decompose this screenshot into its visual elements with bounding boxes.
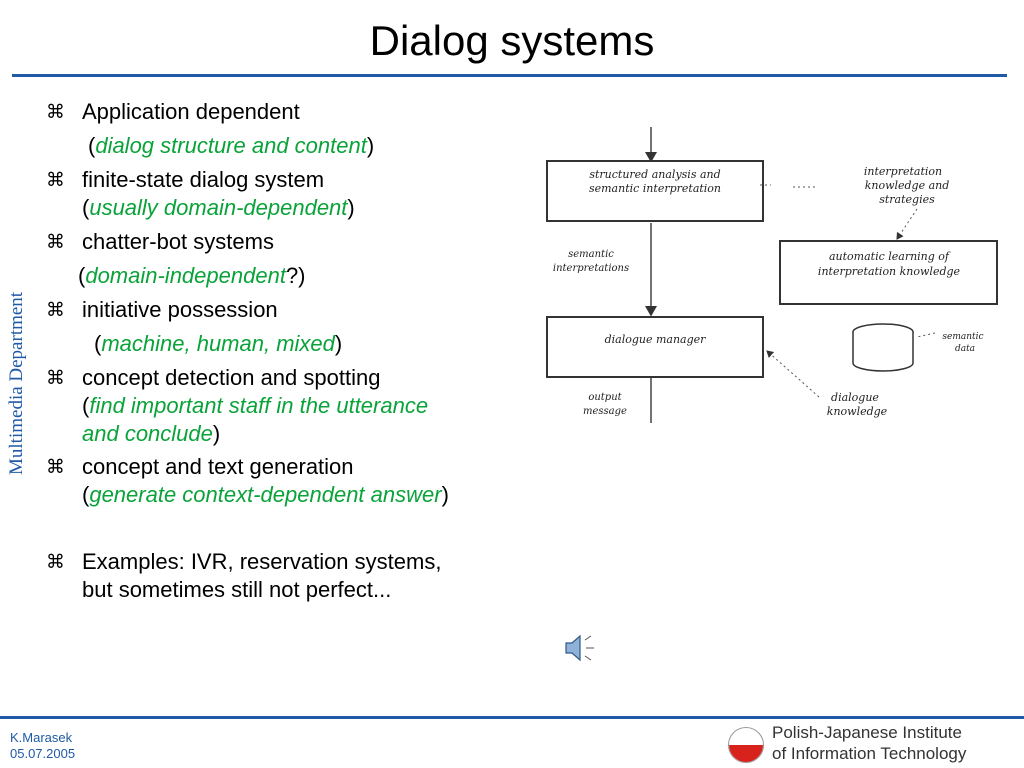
bullet-command-icon: ⌘: [46, 367, 65, 389]
semantic-data-line2: data: [955, 344, 975, 354]
bullet-note: (generate context-dependent answer): [82, 482, 449, 507]
slide-title: Dialog systems: [369, 17, 655, 64]
bullet-note: (find important staff in the utterance: [82, 393, 429, 418]
footer-date: 05.07.2005: [10, 746, 76, 761]
semantic-data-line1: semantic: [942, 332, 983, 342]
automatic-learning-line2: interpretation knowledge: [818, 265, 961, 278]
bullet-text: Application dependent: [82, 99, 300, 124]
bullet-note: (machine, human, mixed): [94, 331, 343, 356]
dialogue-manager-label: dialogue manager: [605, 333, 707, 346]
bullet-command-icon: ⌘: [46, 299, 65, 321]
interp-knowledge-line2: knowledge and: [865, 179, 950, 192]
bullet-text: Examples: IVR, reservation systems,: [82, 549, 442, 574]
structured-analysis-line2: semantic interpretation: [589, 182, 721, 195]
institute-line2: of Information Technology: [772, 744, 967, 763]
output-message-line1: output: [588, 392, 622, 403]
semantic-interp-line2: interpretations: [553, 263, 629, 274]
bullet-item: ⌘ finite-state dialog system (usually do…: [46, 166, 572, 222]
institute-name: Polish-Japanese Institute of Information…: [772, 722, 966, 764]
footer-divider: [0, 716, 1024, 719]
automatic-learning-box: [779, 240, 998, 305]
bullet-text: initiative possession: [82, 297, 278, 322]
interp-knowledge-line3: strategies: [879, 193, 935, 206]
bullet-item: ⌘ Application dependent (dialog structur…: [46, 98, 572, 160]
bullet-command-icon: ⌘: [46, 551, 65, 573]
bullet-command-icon: ⌘: [46, 169, 65, 191]
interp-knowledge-line1: interpretation: [864, 165, 942, 178]
bullet-item: ⌘ Examples: IVR, reservation systems, bu…: [46, 548, 572, 604]
bullet-command-icon: ⌘: [46, 101, 65, 123]
bullet-text: concept and text generation: [82, 454, 354, 479]
semantic-data-cylinder: [852, 323, 914, 372]
speaker-icon[interactable]: [562, 630, 598, 666]
automatic-learning-line1: automatic learning of: [829, 250, 951, 263]
bullet-item: ⌘ concept detection and spotting (find i…: [46, 364, 572, 448]
bullet-command-icon: ⌘: [46, 456, 65, 478]
bullet-item: ⌘ concept and text generation (generate …: [46, 453, 572, 509]
bullet-text: concept detection and spotting: [82, 365, 381, 390]
bullet-item: ⌘ chatter-bot systems (domain-independen…: [46, 228, 572, 290]
dialogue-knowledge-arrow: [766, 350, 820, 398]
semantic-interp-line1: semantic: [568, 249, 614, 260]
dialogue-manager-box: [546, 316, 764, 378]
author-name: K.Marasek: [10, 730, 73, 745]
institute-line1: Polish-Japanese Institute: [772, 723, 962, 742]
bullet-text-continued: but sometimes still not perfect...: [82, 577, 392, 602]
footer-meta: K.Marasek 05.07.2005: [10, 730, 75, 762]
bullet-note: (domain-independent?): [78, 263, 306, 288]
bullet-item: ⌘ initiative possession (machine, human,…: [46, 296, 572, 358]
bullet-text: finite-state dialog system: [82, 167, 325, 192]
institute-logo: Polish-Japanese Institute of Information…: [728, 722, 1018, 766]
bullet-note: (usually domain-dependent): [82, 195, 355, 220]
structured-analysis-box: [546, 160, 764, 222]
department-label: Multimedia Department: [6, 291, 27, 475]
bullet-command-icon: ⌘: [46, 231, 65, 253]
bullet-note: (dialog structure and content): [88, 133, 375, 158]
bullet-text: chatter-bot systems: [82, 229, 274, 254]
semantic-data-link: [916, 332, 936, 338]
dialogue-knowledge-line2: knowledge: [827, 405, 888, 418]
knowledge-arrow: [896, 208, 918, 240]
output-message-line2: message: [583, 406, 627, 417]
title-divider: [12, 74, 1007, 77]
bullet-note-continued: and conclude): [82, 421, 221, 446]
institute-emblem: [728, 727, 764, 763]
structured-analysis-line1: structured analysis and: [589, 168, 720, 181]
dialogue-knowledge-line1: dialogue: [831, 391, 879, 404]
dialog-system-diagram: structured analysis and semantic interpr…: [546, 127, 998, 423]
